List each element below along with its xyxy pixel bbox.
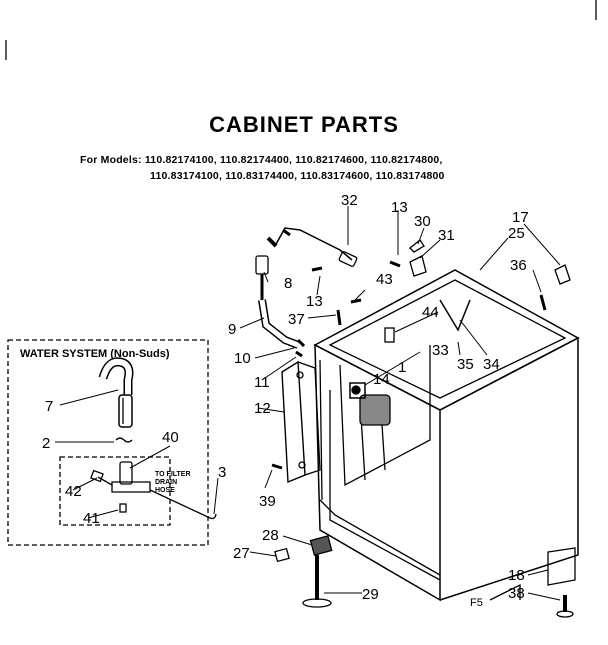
- leader-lines: [55, 206, 561, 601]
- callout-41: 41: [83, 510, 100, 527]
- callout-44: 44: [422, 304, 439, 321]
- callout-12: 12: [254, 400, 271, 417]
- callout-3: 3: [218, 464, 226, 481]
- filter-note-1: TO FILTER: [155, 471, 191, 478]
- models-line-1: For Models: 110.82174100, 110.82174400, …: [80, 154, 443, 166]
- water-system-label: WATER SYSTEM (Non-Suds): [20, 348, 170, 360]
- callout-14: 14: [373, 371, 390, 388]
- callout-17: 17: [512, 209, 529, 226]
- inlet-hose-part: [255, 255, 300, 349]
- cabinet-body: [313, 269, 580, 602]
- corner-marks: [5, 0, 597, 60]
- bracket-part: [384, 327, 395, 343]
- callout-1: 1: [398, 359, 406, 376]
- hose-part: [98, 357, 134, 428]
- callout-35: 35: [457, 356, 474, 373]
- callout-43: 43: [376, 271, 393, 288]
- callout-34: 34: [483, 356, 500, 373]
- page-title: CABINET PARTS: [209, 112, 399, 137]
- top-clip-part: [554, 264, 571, 285]
- callout-9: 9: [228, 321, 236, 338]
- clip-parts: [409, 239, 427, 277]
- callout-39: 39: [259, 493, 276, 510]
- water-system-box: WATER SYSTEM (Non-Suds) TO FILTER DRAIN …: [7, 339, 209, 546]
- callout-33: 33: [432, 342, 449, 359]
- pressure-switch-part: [349, 382, 391, 426]
- callout-13b: 13: [306, 293, 323, 310]
- callout-37: 37: [288, 311, 305, 328]
- callout-8: 8: [284, 275, 292, 292]
- filter-note-3: HOSE: [155, 487, 175, 494]
- callout-28: 28: [262, 527, 279, 544]
- callout-30: 30: [414, 213, 431, 230]
- figure-code: F5: [470, 597, 483, 609]
- models-line-2: 110.83174100, 110.83174400, 110.83174600…: [150, 170, 445, 182]
- callout-11: 11: [254, 374, 270, 391]
- callout-25: 25: [508, 225, 525, 242]
- callout-13: 13: [391, 199, 408, 216]
- callout-36: 36: [510, 257, 527, 274]
- back-panel-part: [281, 360, 321, 484]
- callout-2: 2: [42, 435, 50, 452]
- callout-38: 38: [508, 585, 525, 602]
- callout-42: 42: [65, 483, 82, 500]
- rear-foot-part: [547, 547, 576, 618]
- callout-31: 31: [438, 227, 455, 244]
- callout-18: 18: [508, 567, 525, 584]
- screws: [271, 260, 547, 470]
- callout-10: 10: [234, 350, 251, 367]
- tee-fitting-part: [90, 461, 151, 513]
- callout-29: 29: [362, 586, 379, 603]
- callout-40: 40: [162, 429, 179, 446]
- callout-32: 32: [341, 192, 358, 209]
- power-cord-part: [266, 227, 358, 267]
- brace-part: [439, 299, 471, 332]
- clamp-part: [115, 437, 133, 443]
- drain-hose-line: [149, 489, 211, 519]
- callout-7: 7: [45, 398, 53, 415]
- callout-labels: 32 13 30 31 17 25 36 8 13 43 37 44 9 33 …: [42, 192, 529, 609]
- filter-note-2: DRAIN: [155, 479, 177, 486]
- leveling-foot-part: [274, 535, 333, 608]
- callout-27: 27: [233, 545, 250, 562]
- drain-hose-end: [209, 513, 217, 520]
